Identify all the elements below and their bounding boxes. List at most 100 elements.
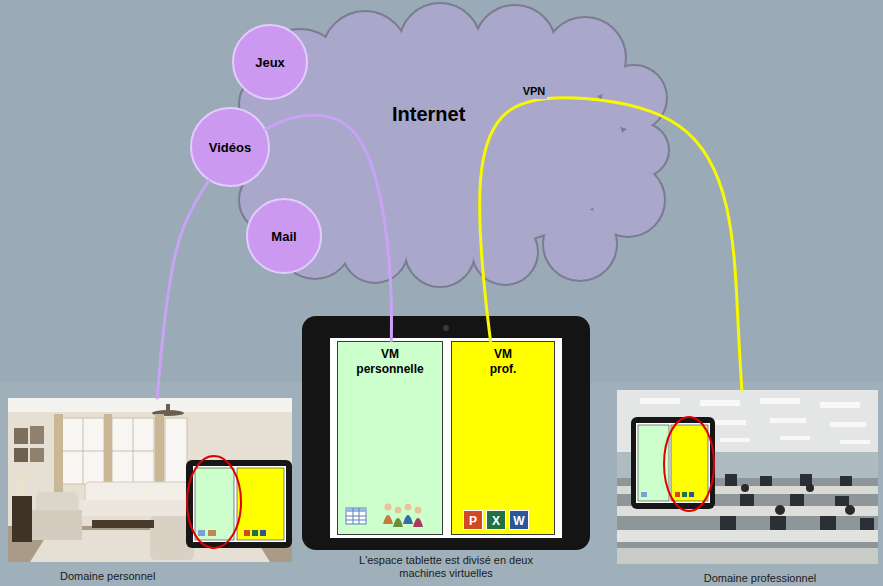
person [806,484,814,492]
picture-frame [30,426,44,444]
highlight-ellipse [187,456,241,548]
vm-title: VM prof. [483,342,523,377]
cloud-bump [544,208,616,280]
cloud-bump [475,6,555,86]
small-tablet-screen [636,423,710,503]
personal-domain-photo: Domaine personnel [8,398,292,562]
small-tablet [631,417,715,509]
app-icon-tile: X [486,510,506,530]
armchair-seat [32,510,82,540]
small-tablet [186,460,292,548]
domain-caption: Domaine professionnel [704,572,817,585]
picture-frame [14,448,28,462]
person-head [405,504,412,511]
personal-vm: VM personnelle [337,341,443,535]
sofa-seat [80,500,200,516]
office-ground [617,390,878,564]
front-desk [617,548,878,564]
tiny-icon [641,492,647,497]
tablet-camera [443,325,449,331]
service-circle: Mail [246,198,322,274]
person-head [385,504,392,511]
cloud-bump [406,218,474,286]
tiny-icon [252,530,258,536]
person-body [403,515,413,524]
cloud-bump [343,218,407,282]
spreadsheet-grid [346,508,366,524]
person-body [383,515,393,524]
circle-label: Vidéos [209,140,251,155]
cloud-bump [475,6,555,86]
cloud-bump [400,4,480,84]
app-icon-tile: P [463,510,483,530]
cloud-bump [323,12,407,96]
person [741,484,749,492]
cloud-title: Internet [392,102,465,126]
desk-row [617,530,878,542]
ceiling [8,398,292,412]
tiny-icon [244,530,250,536]
wall [8,398,292,562]
person [845,505,855,515]
cloud-bump [406,218,474,286]
small-tablet-screen [193,466,286,542]
domain-caption: Domaine personnel [60,570,155,583]
person [775,505,785,515]
edge-label-patch: VPN [521,81,548,99]
monitors [720,474,874,530]
circle-label: Jeux [255,55,285,70]
service-circle-shape [191,108,269,186]
vm-title: VM personnelle [354,342,426,377]
coffee-table [92,520,154,528]
tablet-caption: L'espace tablette est divisé en deux mac… [339,554,554,580]
spreadsheet-icon [346,508,366,524]
lamp [18,474,26,496]
person-head [395,507,402,514]
app-letter: P [469,514,477,528]
service-circle: Vidéos [190,107,270,187]
small-vm [195,468,234,540]
cloud-shape [232,4,668,286]
app-icon-tile: W [509,510,529,530]
connector [480,98,742,390]
cloud-bump [343,218,407,282]
professional-domain-photo: Domaine professionnel [617,390,878,564]
tiny-icon [260,530,266,536]
person-body [413,518,423,527]
tiny-icon [198,530,205,536]
cloud-bump [602,66,666,130]
highlight-ellipse [664,417,714,511]
living-room-photo [8,398,292,562]
edge-label: VPN [523,85,546,97]
picture-frame [30,448,44,462]
cloud-bump [602,66,666,130]
people-icon [383,504,423,528]
person-body [393,518,403,527]
office-photo [617,390,878,564]
service-circle-shape [247,199,321,273]
app-icons [338,498,438,532]
small-vm [237,468,284,540]
professional-vm: VM prof. [451,341,555,535]
tiny-icon [675,492,680,497]
tiny-icon [689,492,694,497]
tiny-icon [682,492,687,497]
cloud-bump [473,220,537,284]
side-table [12,496,32,542]
cloud-bump [400,4,480,84]
curtain [54,414,63,500]
picture-frame [14,428,28,444]
cloud-bump [473,220,537,284]
connector [157,181,208,398]
service-circle: Jeux [232,24,308,100]
circle-label: Mail [271,229,296,244]
cloud-bump [323,12,407,96]
small-vm [671,425,708,501]
app-letter: X [492,514,500,528]
person-head [415,507,422,514]
tiny-icon [208,530,216,536]
